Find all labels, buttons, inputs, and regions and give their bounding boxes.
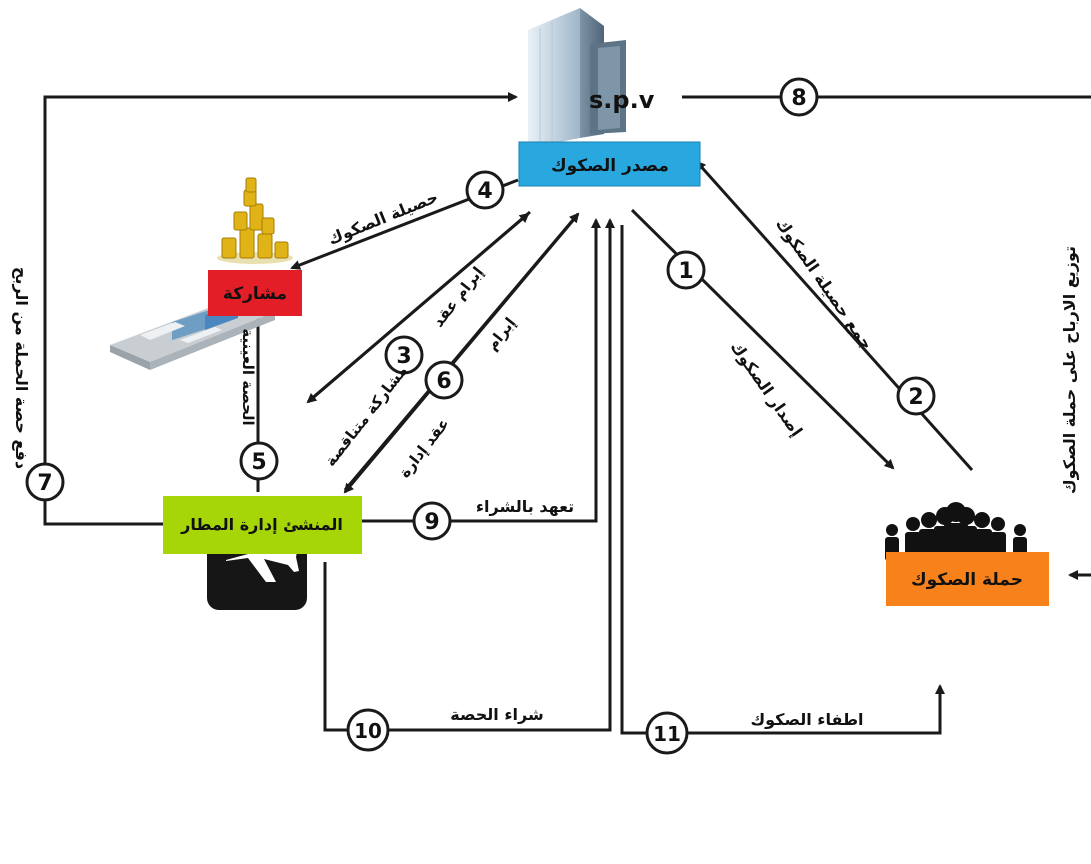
holders-node: حملة الصكوك bbox=[886, 552, 1049, 606]
label-promise: تعهد بالشراء bbox=[476, 497, 574, 516]
office-tower-icon bbox=[528, 8, 626, 148]
step-8-badge: 8 bbox=[779, 77, 819, 117]
svg-text:5: 5 bbox=[251, 450, 266, 475]
flow-line-10 bbox=[323, 218, 615, 732]
flow-labels: حصيلة الصكوك إبرام عقد مشاركة متناقصة إب… bbox=[12, 187, 1079, 729]
svg-text:8: 8 bbox=[791, 86, 806, 111]
musharaka-label: مشاركة bbox=[223, 284, 287, 304]
svg-text:11: 11 bbox=[653, 722, 681, 746]
issuer-node: مصدر الصكوك bbox=[518, 141, 701, 187]
step-10-badge: 10 bbox=[346, 708, 390, 752]
issuer-label: مصدر الصكوك bbox=[551, 156, 669, 176]
originator-label: المنشئ إدارة المطار bbox=[180, 515, 343, 534]
step-badges: 8 4 1 3 6 5 2 7 bbox=[25, 77, 936, 755]
svg-text:9: 9 bbox=[424, 510, 439, 535]
connectors bbox=[43, 92, 1091, 735]
step-1-badge: 1 bbox=[666, 250, 706, 290]
label-redeem: اطفاء الصكوك bbox=[750, 710, 863, 729]
label-issuance: إصدار الصكوك bbox=[727, 338, 807, 440]
step-11-badge: 11 bbox=[645, 711, 689, 755]
svg-text:10: 10 bbox=[354, 719, 382, 743]
step-4-badge: 4 bbox=[465, 170, 505, 210]
svg-text:4: 4 bbox=[477, 179, 492, 204]
step-6-badge: 6 bbox=[424, 360, 464, 400]
flow-line-7 bbox=[43, 92, 518, 526]
flow-line-11 bbox=[620, 225, 945, 735]
flow-line-1 bbox=[630, 208, 895, 470]
step-3-badge: 3 bbox=[384, 335, 424, 375]
label-distribute: توزيع الارباح على حملة الصكوك bbox=[1060, 246, 1079, 494]
label-mgmt-contract: عقد إدارة bbox=[395, 415, 453, 482]
svg-text:6: 6 bbox=[436, 369, 451, 394]
spv-label: s.p.v bbox=[589, 86, 655, 114]
label-in-kind: الحصة العينية bbox=[239, 328, 257, 425]
musharaka-node: مشاركة bbox=[208, 270, 302, 316]
flow-line-6-down bbox=[343, 217, 577, 494]
label-pay-profit: دفع حصة الحملة من الربح bbox=[12, 267, 31, 469]
flow-line-2 bbox=[695, 160, 974, 471]
step-7-badge: 7 bbox=[25, 462, 65, 502]
step-5-badge: 5 bbox=[239, 441, 279, 481]
step-9-badge: 9 bbox=[412, 501, 452, 541]
coin-stack-icon bbox=[217, 177, 293, 264]
originator-node: المنشئ إدارة المطار bbox=[163, 496, 362, 554]
step-2-badge: 2 bbox=[896, 376, 936, 416]
svg-text:3: 3 bbox=[396, 344, 411, 369]
label-collect: جمع حصيلة الصكوك bbox=[772, 215, 877, 353]
holders-label: حملة الصكوك bbox=[911, 570, 1023, 590]
label-buy-share: شراء الحصة bbox=[450, 705, 543, 724]
svg-text:7: 7 bbox=[37, 471, 52, 496]
flow-line-3-down bbox=[306, 210, 531, 404]
svg-text:2: 2 bbox=[908, 385, 923, 410]
svg-text:1: 1 bbox=[678, 259, 693, 284]
